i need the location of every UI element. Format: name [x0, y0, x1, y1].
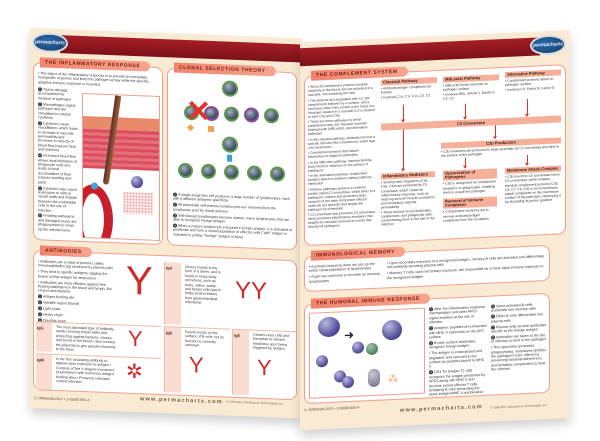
classical-pathway-box: Classical Pathway • Antibody-antigen com…: [381, 77, 437, 100]
inflammation-illustration: [82, 92, 160, 241]
tissue-layer: [83, 128, 160, 172]
antibody-structure-icon: Y: [126, 258, 153, 304]
igd-icon: Y: [189, 352, 204, 378]
neutrophil-icon: [91, 182, 98, 190]
website-url: www.permacharts.com: [140, 396, 223, 406]
website-url: www.permacharts.com: [400, 403, 483, 414]
alternative-pathway-box: Alternative Pathway • Complement protein…: [505, 69, 561, 92]
right-page: permacharts THE COMPLEMENT SYSTEM • Abou…: [300, 30, 570, 431]
clone-cell-icon: [247, 165, 262, 181]
membrane-attack-box: Membrane Attack Complex • C3b bound to C…: [505, 165, 561, 205]
clone-cell-icon: [270, 166, 285, 182]
complement-panel: THE COMPLEMENT SYSTEM • About 20 complem…: [304, 64, 566, 247]
mblectin-pathway-box: MBLectin Pathway • MBLectin binds mannos…: [443, 74, 499, 101]
flow-arrow: [465, 103, 466, 118]
cytokine-cloud: [123, 191, 153, 215]
antibody-class-row: IgA Occurs mostly in the form of a dimer…: [164, 262, 296, 330]
activated-lymphocyte-icon: [222, 136, 238, 153]
igg-icon: Y: [128, 325, 143, 352]
antibodies-panel: ANTIBODIES • Antibodies are a class of p…: [33, 245, 297, 401]
page-number: 4 | IMMUNOLOGY • 1-55080-855-4: [304, 405, 360, 413]
clone-cell-icon: [178, 162, 193, 179]
flow-arrow: [527, 154, 528, 164]
b-cell-icon: [316, 354, 328, 368]
arrow-icon: ➜: [344, 327, 355, 343]
ige-icon: Y: [257, 354, 272, 381]
antibody-cluster-icon: ⁂: [388, 373, 398, 386]
clonal-diagram: ✕: [172, 76, 292, 182]
blood-vessel: [82, 183, 113, 241]
antibody-class-row: IgM Is the first circulating antibody to…: [36, 353, 161, 395]
flow-arrow: [495, 125, 496, 138]
self-antigen-icon: [208, 125, 214, 133]
antibody-class-row: IgG The most abundant type of antibody; …: [36, 321, 161, 357]
igm-pentamer-icon: ✲: [126, 360, 143, 384]
intro-text: • The object of the inflammatory respons…: [38, 71, 150, 87]
foreign-antigen-icon: [227, 154, 232, 162]
copyright: © 1998-2011 Mindsource Technologies Inc.: [490, 403, 548, 410]
copyright: © 1998-2011 Mindsource Technologies Inc.: [226, 399, 284, 406]
flow-arrow: [403, 129, 404, 170]
complement-bullets: • About 20 complement proteins circulate…: [308, 82, 376, 229]
memory-cell-icon: [342, 375, 354, 389]
macrophage-icon: [131, 175, 143, 189]
apc-icon: [382, 319, 402, 341]
flow-arrow: [527, 98, 528, 115]
c3b-production-box: C3b Production • C3b molecules are produ…: [441, 137, 561, 159]
helper-t-cell-icon: [366, 342, 378, 356]
section-title: IMMUNOLOGICAL MEMORY: [311, 246, 405, 261]
brand-logo: permacharts: [530, 34, 566, 56]
b-cell-icon: [352, 341, 364, 354]
humoral-diagram: ⁂ ➜: [309, 307, 425, 399]
left-page: permacharts THE INFLAMMATORY RESPONSE • …: [30, 28, 302, 419]
clone-cell-icon: [201, 163, 216, 180]
iga-dimer-icon: YY: [235, 276, 268, 306]
lymphocyte-icon: [244, 107, 259, 123]
macrophage-icon: [318, 316, 340, 338]
memory-panel: IMMUNOLOGICAL MEMORY • A primary respons…: [304, 244, 550, 293]
opsonization-box: Opsonization of Pathogens • C3b is recog…: [443, 168, 497, 223]
section-title: THE HUMORAL IMMUNE RESPONSE: [311, 293, 430, 309]
progenitor-cell-icon: [222, 80, 238, 97]
page-number: 2 | IMMUNOLOGY • 1-55080-855-4: [34, 396, 90, 403]
flow-arrow: [465, 157, 466, 167]
header-banner: [60, 35, 302, 63]
lymphocyte-icon: [264, 107, 279, 124]
inflammatory-mediators-box: Inflammatory Mediators • Small protein f…: [381, 171, 435, 228]
plasma-cell-icon: [368, 368, 380, 388]
inflammatory-panel: THE INFLAMMATORY RESPONSE • The object o…: [33, 57, 163, 246]
antibody-class-row: IgE Causes mast cells and basophils to r…: [232, 328, 296, 398]
section-title: ANTIBODIES: [40, 245, 92, 258]
lymphocyte-icon: [224, 106, 239, 123]
header-banner: [300, 37, 540, 67]
flow-arrow: [403, 104, 404, 121]
antibody-class-row: IgD Found mostly on the surface of B cel…: [164, 326, 230, 395]
section-title: THE INFLAMMATORY RESPONSE: [40, 57, 151, 72]
clone-cell-icon: [224, 164, 239, 181]
section-title: CLONAL SELECTION THEORY: [174, 62, 276, 77]
antibody-bullets: • Antibodies are a class of proteins cal…: [38, 259, 113, 324]
brand-logo: permacharts: [32, 32, 68, 54]
c3-convertase-bar: C3 Convertase: [381, 115, 561, 131]
